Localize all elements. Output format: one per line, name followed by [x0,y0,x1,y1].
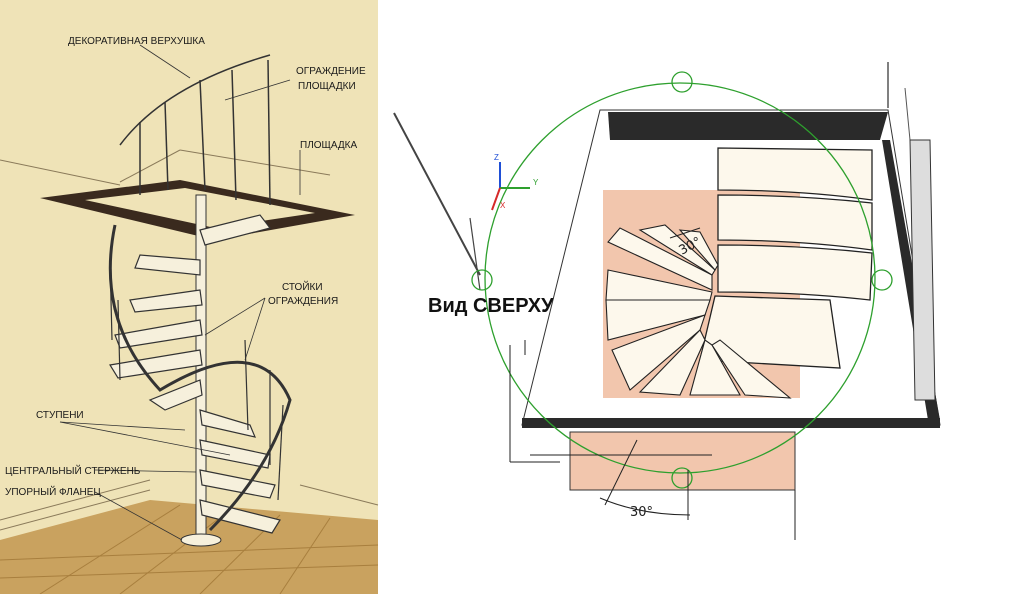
label-steps: СТУПЕНИ [36,410,84,421]
wall-line [0,159,121,186]
straight-treads [699,147,873,369]
baseboard-line [0,489,151,531]
circle-grips [471,71,893,489]
support-flange [180,533,222,547]
ceiling-line [119,149,181,183]
label-platform-railing-1: ОГРАЖДЕНИЕ [296,66,366,77]
label-railing-posts-2: ОГРАЖДЕНИЯ [268,296,338,307]
x-axis-label: X [500,201,506,210]
dimension-lines [509,227,796,540]
wall-right-face [909,139,936,401]
wall-bottom [522,418,940,428]
railing-posts [109,259,284,501]
label-decorative-top: ДЕКОРАТИВНАЯ ВЕРХУШКА [68,36,205,47]
baseboard-line [299,484,379,506]
perspective-edge [469,217,481,291]
label-platform: ПЛОЩАДКА [300,140,358,151]
label-support-flange: УПОРНЫЙ ФЛАНЕЦ [5,485,101,498]
construction-circle [484,82,876,474]
label-leaders [59,44,301,541]
winder-treads [605,224,792,399]
spiral-handrail [108,224,292,532]
perspective-edge [904,87,911,141]
z-axis-label: Z [494,153,499,162]
label-railing-posts-1: СТОЙКИ [282,280,323,293]
wall-top [608,112,888,140]
axis-gizmo: Z Y X [491,153,539,211]
ceiling-line [179,149,331,176]
angle-label-outer: 30° [630,505,653,520]
lower-landing [569,431,796,491]
wall-line [0,479,151,521]
wooden-floor [0,500,378,594]
label-platform-railing-2: ПЛОЩАДКИ [298,81,356,92]
label-central-rod: ЦЕНТРАЛЬНЫЙ СТЕРЖЕНЬ [5,464,141,477]
y-axis-label: Y [533,178,539,187]
right-top-view: Z Y X Вид СВЕРХУ 30° 30° [393,62,941,540]
platform-railing [119,54,271,206]
spiral-treads [109,214,281,534]
view-label: Вид СВЕРХУ [428,295,554,317]
x-axis-line [491,187,501,211]
left-illustration: ДЕКОРАТИВНАЯ ВЕРХУШКА ОГРАЖДЕНИЕ ПЛОЩАДК… [0,0,379,594]
perspective-edge [393,112,481,276]
